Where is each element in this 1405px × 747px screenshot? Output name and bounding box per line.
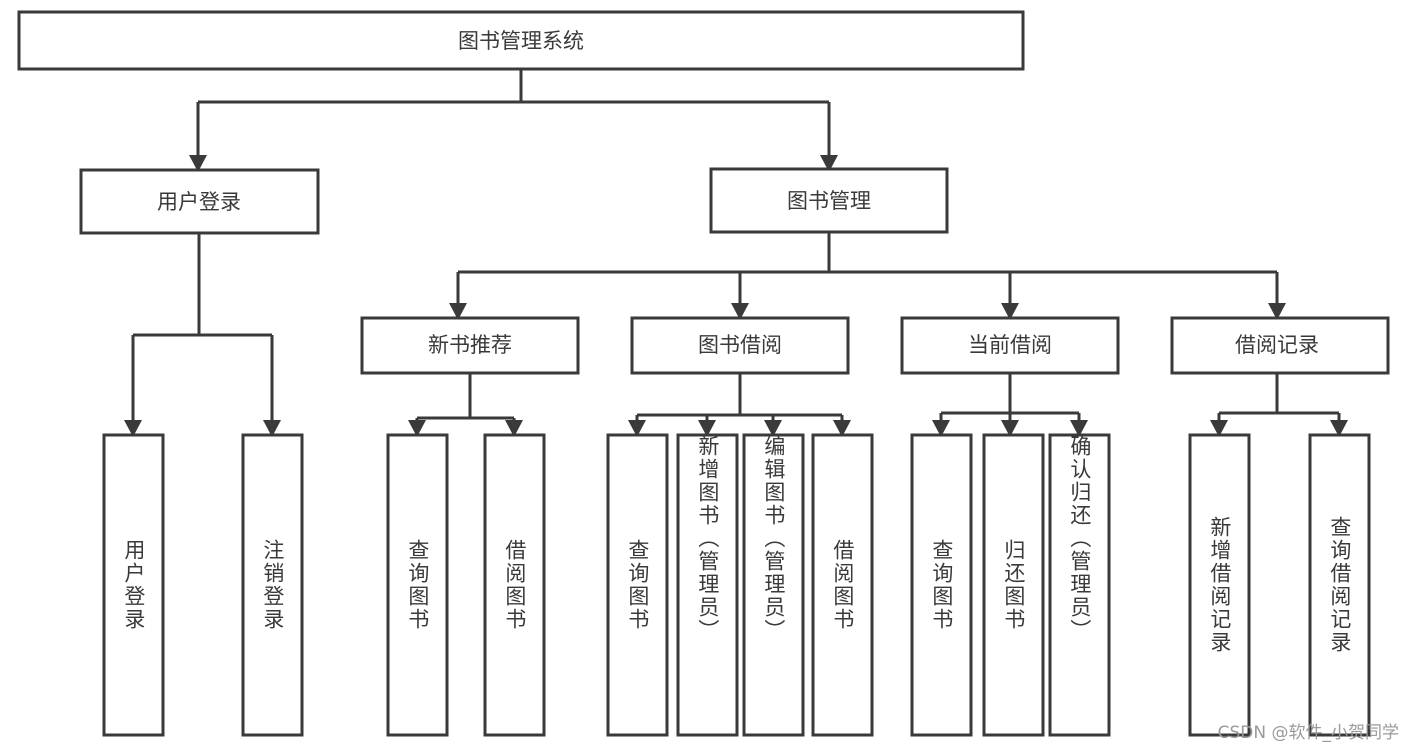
node-borrow-record-box[interactable] bbox=[1170, 316, 1390, 375]
leaf-query-book-c-box[interactable] bbox=[910, 433, 973, 737]
leaf-logout-box[interactable] bbox=[241, 433, 304, 737]
leaf-add-record-box[interactable] bbox=[1188, 433, 1251, 737]
connector-newbook-to-leaves bbox=[408, 373, 523, 437]
leaf-return-book-box[interactable] bbox=[982, 433, 1045, 737]
leaf-borrow-book-b-box[interactable] bbox=[811, 433, 874, 737]
node-label-new-book-recommend: 新书推荐 bbox=[428, 333, 512, 357]
leaf-confirm-return-box[interactable] bbox=[1048, 433, 1111, 737]
leaf-query-book-a-box[interactable] bbox=[386, 433, 449, 737]
leaf-query-book-b-box[interactable] bbox=[606, 433, 669, 737]
watermark-text: CSDN @软件_小贺同学 bbox=[1217, 723, 1399, 743]
node-label-book-borrow: 图书借阅 bbox=[698, 333, 782, 357]
leaf-query-record-box[interactable] bbox=[1308, 433, 1371, 737]
node-book-borrow-box[interactable] bbox=[630, 316, 850, 375]
connector-userlogin-to-leaves bbox=[124, 233, 281, 437]
node-label-root: 图书管理系统 bbox=[458, 29, 584, 53]
node-user-login-box[interactable] bbox=[79, 168, 320, 235]
leaf-edit-book-box[interactable] bbox=[742, 433, 805, 737]
node-label-user-login: 用户登录 bbox=[157, 190, 241, 214]
node-label-current-borrow: 当前借阅 bbox=[968, 333, 1052, 357]
connector-currentborrow-to-leaves bbox=[932, 373, 1088, 437]
leaf-user-login-box[interactable] bbox=[102, 433, 165, 737]
connector-root-to-level2 bbox=[189, 69, 838, 172]
node-current-borrow-box[interactable] bbox=[900, 316, 1120, 375]
connector-borrowrecord-to-leaves bbox=[1210, 373, 1348, 437]
node-label-book-management: 图书管理 bbox=[787, 189, 871, 213]
leaf-borrow-book-a-box[interactable] bbox=[483, 433, 546, 737]
node-new-book-recommend-box[interactable] bbox=[360, 316, 580, 375]
connector-bookborrow-to-leaves bbox=[628, 373, 851, 437]
node-book-management-box[interactable] bbox=[709, 167, 949, 234]
leaf-add-book-box[interactable] bbox=[676, 433, 739, 737]
node-root-box[interactable] bbox=[17, 10, 1025, 71]
node-label-borrow-record: 借阅记录 bbox=[1235, 333, 1319, 357]
connector-bookmgmt-to-level3 bbox=[449, 232, 1286, 320]
